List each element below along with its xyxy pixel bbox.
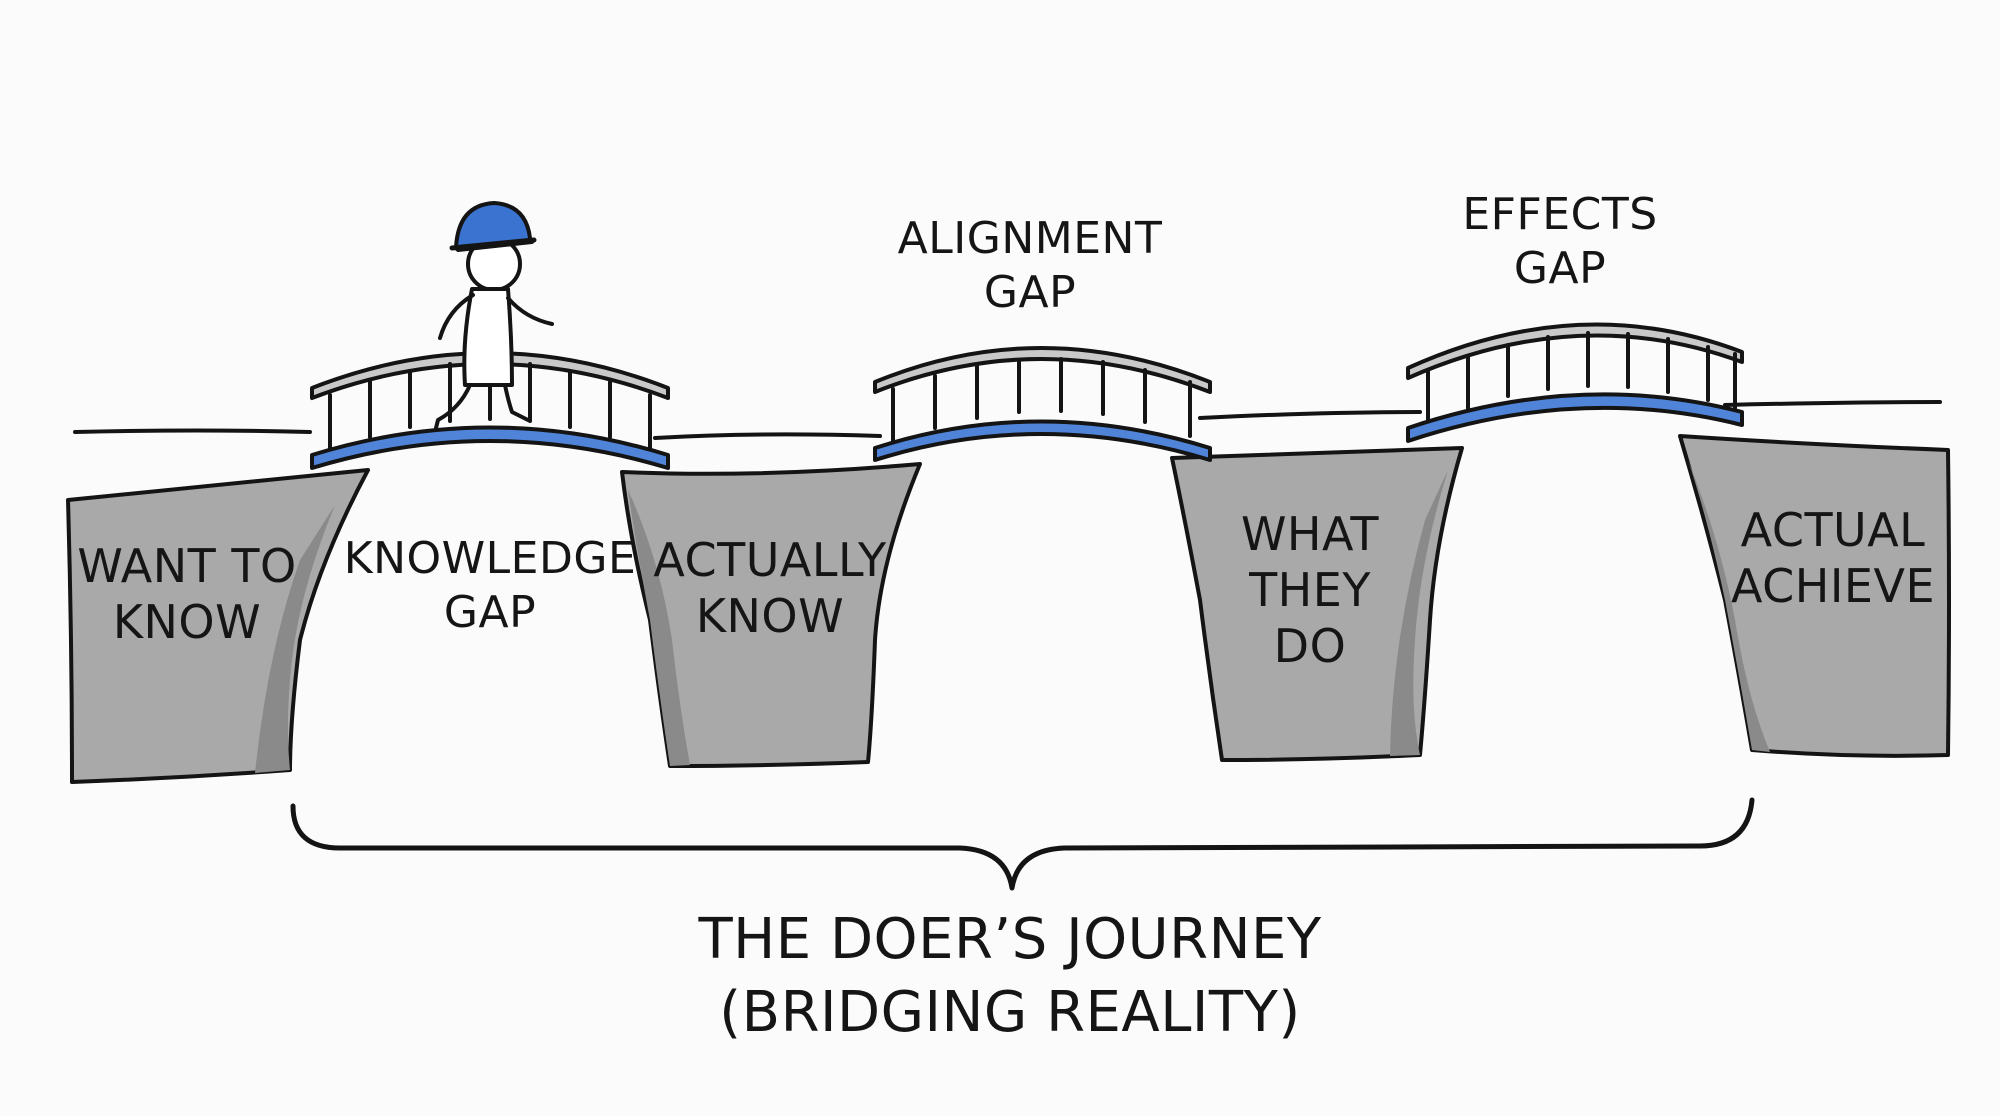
gap-label-knowledge: KNOWLEDGE GAP	[340, 532, 640, 639]
ground-line-1	[75, 431, 310, 433]
caption-subtitle: (BRIDGING REALITY)	[560, 978, 1460, 1048]
worker-right-leg	[505, 385, 528, 420]
worker-left-leg	[436, 385, 470, 428]
hard-hat-worker-icon	[436, 203, 552, 428]
worker-torso	[464, 289, 512, 385]
ground-line-4	[1725, 402, 1940, 405]
pillar-label-actually-know: ACTUALLY KNOW	[650, 532, 890, 644]
pillar-label-actual-achieve: ACTUAL ACHIEVE	[1718, 502, 1948, 614]
bridge-2-deck	[875, 422, 1210, 461]
bridge-effects-gap	[1408, 325, 1742, 441]
gap-label-effects: EFFECTS GAP	[1410, 188, 1710, 295]
bridge-2-rail	[875, 348, 1210, 392]
ground-line-3	[1200, 412, 1420, 418]
bridge-3-deck	[1408, 394, 1742, 441]
pillar-label-what-they-do: WHAT THEY DO	[1195, 506, 1425, 674]
gap-label-alignment: ALIGNMENT GAP	[880, 212, 1180, 319]
bridge-1-deck	[312, 428, 668, 469]
curly-brace-icon	[293, 800, 1752, 888]
caption-title: THE DOER’S JOURNEY	[560, 905, 1460, 975]
bridge-alignment-gap	[875, 348, 1210, 460]
bridge-3-rail	[1408, 325, 1742, 378]
worker-right-arm	[508, 298, 552, 324]
pillar-label-want-to-know: WANT TO KNOW	[72, 538, 302, 650]
ground-line-2	[655, 434, 880, 438]
